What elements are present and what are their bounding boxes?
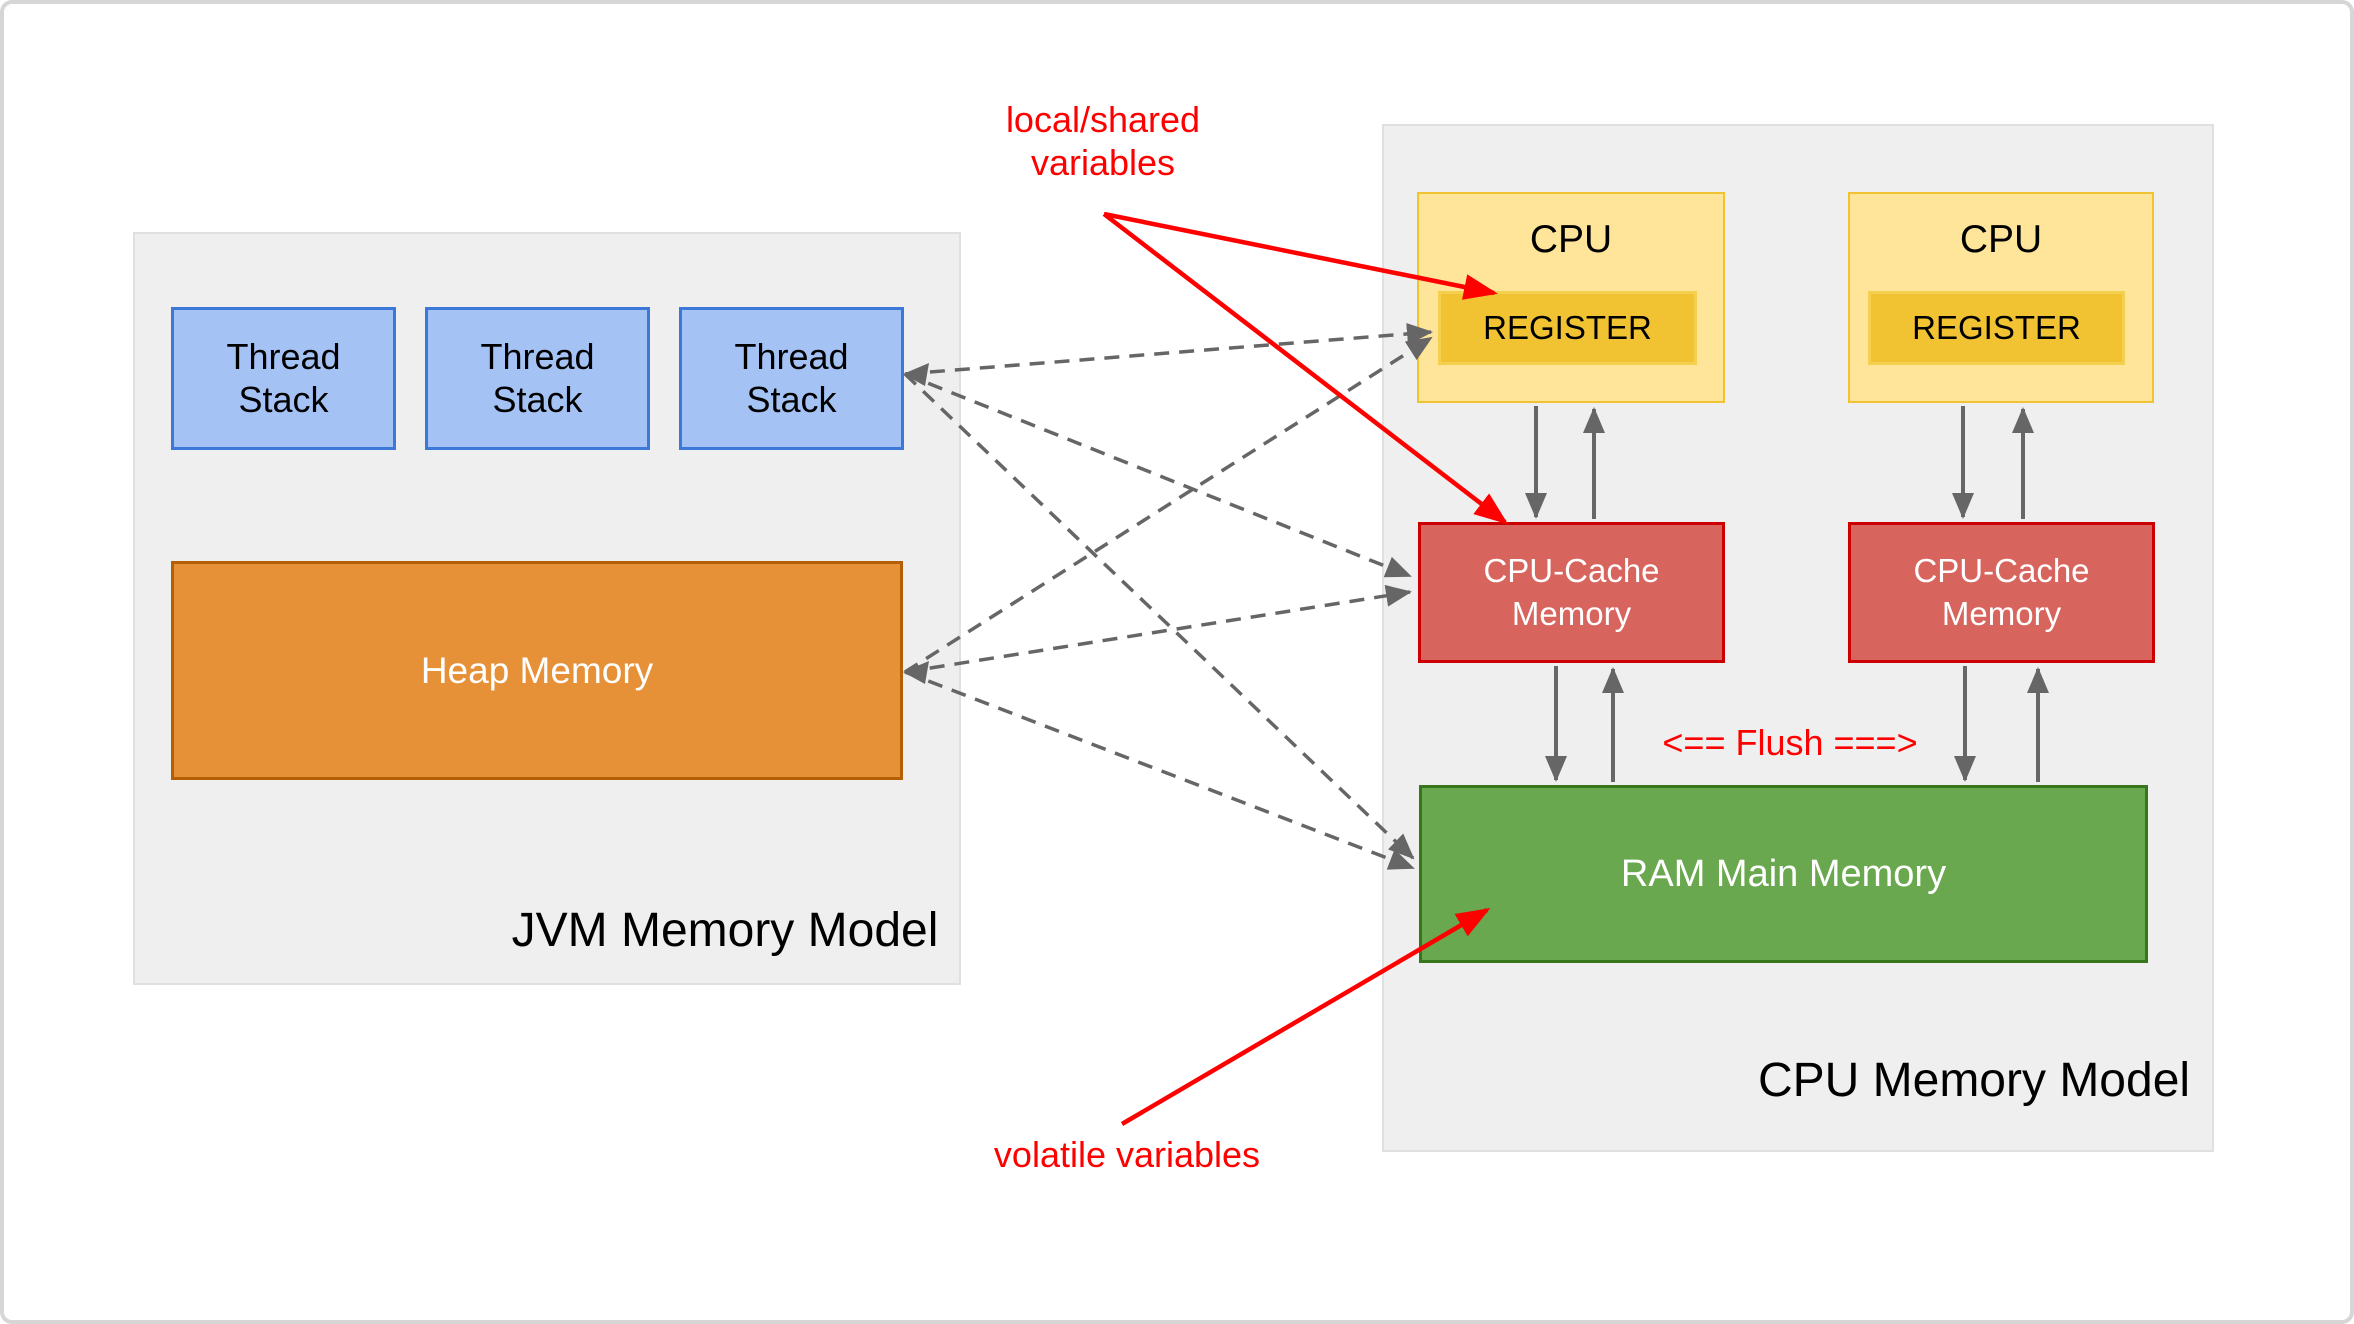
- cpu-cache-box-2: CPU-Cache Memory: [1848, 522, 2155, 663]
- register-box-1: REGISTER: [1438, 291, 1697, 365]
- local-shared-variables-label: local/shared variables: [1005, 99, 1201, 184]
- volatile-variables-label: volatile variables: [993, 1134, 1261, 1175]
- flush-label: <== Flush ===>: [1662, 722, 1918, 763]
- ram-main-memory-box: RAM Main Memory: [1419, 785, 2148, 963]
- register-box-2: REGISTER: [1868, 291, 2125, 365]
- heap-memory-box: Heap Memory: [171, 561, 903, 780]
- cpu-cache-box-1: CPU-Cache Memory: [1418, 522, 1725, 663]
- thread-stack-box-3: Thread Stack: [679, 307, 904, 450]
- thread-stack-box-1: Thread Stack: [171, 307, 396, 450]
- jvm-panel-title: JVM Memory Model: [511, 904, 939, 957]
- cpu-panel-title: CPU Memory Model: [1757, 1054, 2191, 1107]
- thread-stack-box-2: Thread Stack: [425, 307, 650, 450]
